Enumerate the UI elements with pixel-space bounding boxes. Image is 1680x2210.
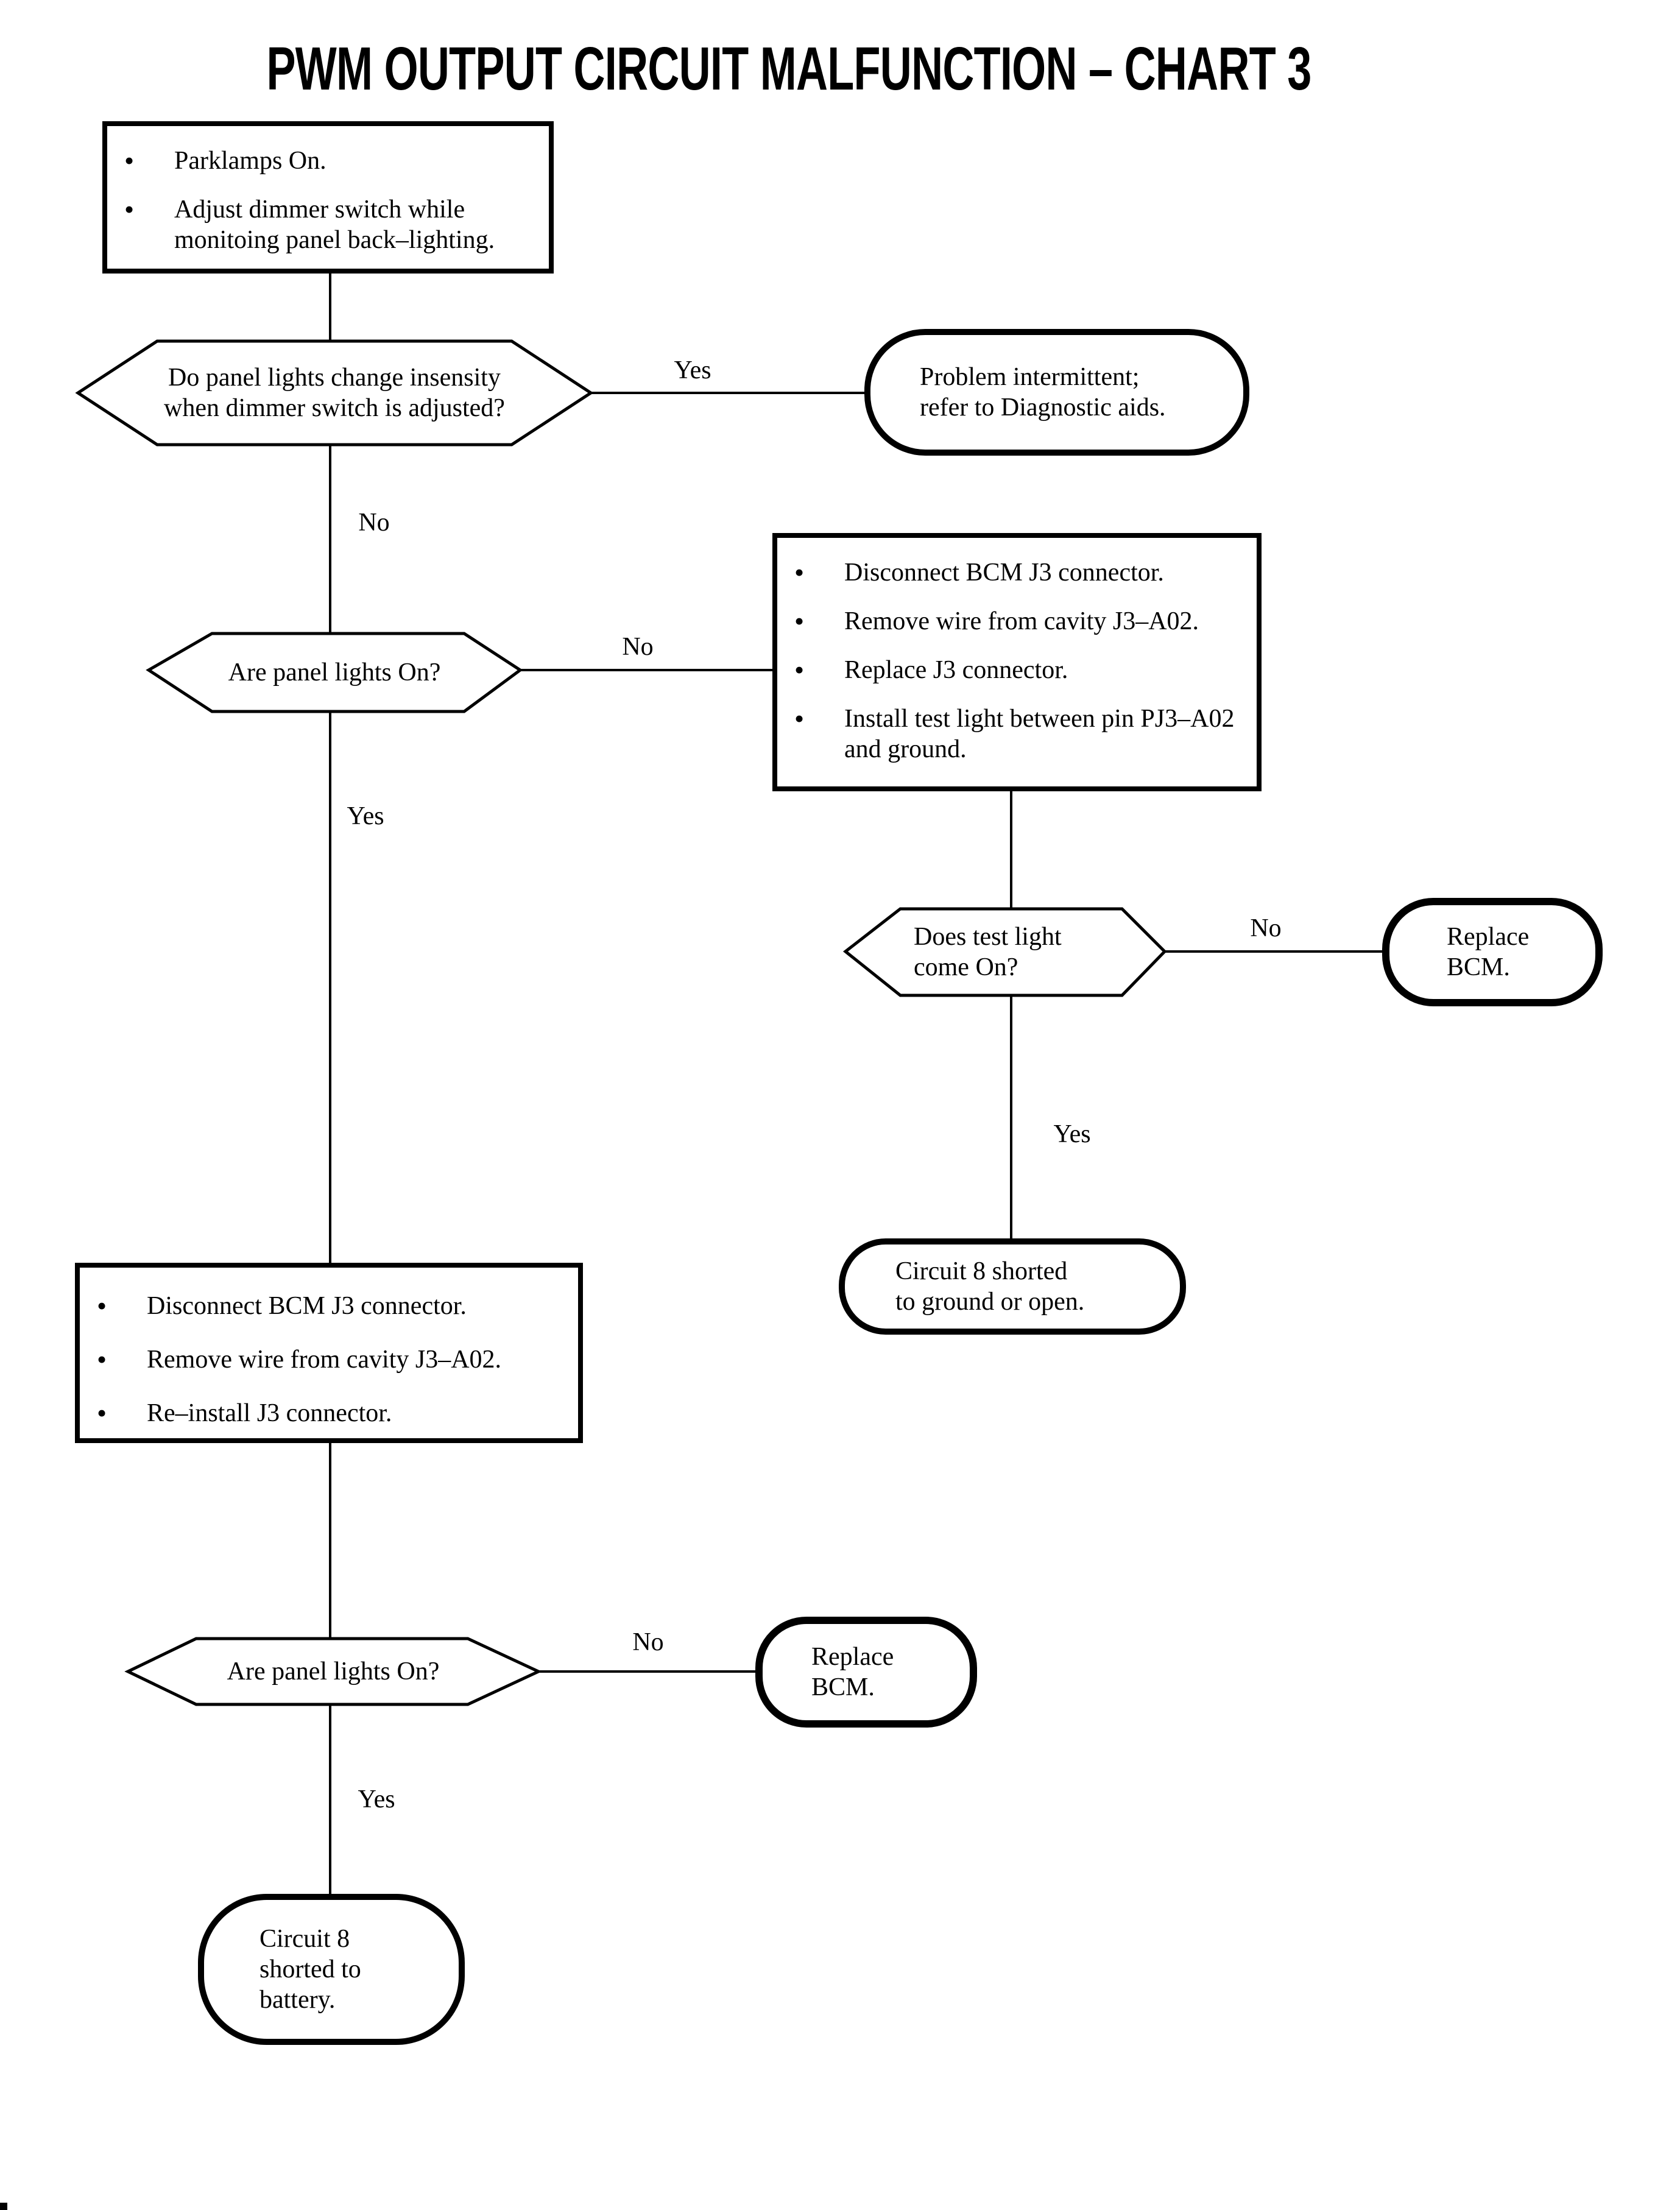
terminal-replace-bcm-1-label: Replace BCM. (1447, 923, 1530, 981)
decision3-label-wrap: Does test light come On? (845, 909, 1165, 995)
decision2-label: Are panel lights On? (228, 658, 441, 687)
start-box-shape (102, 121, 554, 274)
start-box-item: • Adjust dimmer switch while monitoing p… (124, 194, 551, 255)
action2-item-text: Disconnect BCM J3 connector. (147, 1292, 467, 1320)
terminal-battery: Circuit 8 shorted to battery. (201, 1897, 462, 2042)
flowchart-title-text: PWM OUTPUT CIRCUIT MALFUNCTION – CHART 3 (266, 35, 1311, 103)
bullet-icon: • (794, 605, 805, 637)
decision1-hexagon (75, 339, 594, 447)
action1-box-shape (772, 533, 1262, 791)
label-decision1-no: No (358, 509, 390, 537)
decision3-hexagon (842, 907, 1167, 997)
label-decision3-no: No (1250, 914, 1282, 942)
action1-item-text: Remove wire from cavity J3–A02. (844, 607, 1199, 635)
label-decision1-yes: Yes (674, 356, 711, 384)
label-decision3-yes: Yes (1053, 1120, 1091, 1148)
action2-item: • Remove wire from cavity J3–A02. (97, 1344, 581, 1375)
start-box: • Parklamps On. • Adjust dimmer switch w… (105, 124, 551, 271)
decision2-hexagon (146, 632, 523, 713)
scan-artifact-mark (0, 2203, 7, 2210)
decision4-hexagon (124, 1637, 542, 1706)
action2-item-text: Re–install J3 connector. (147, 1399, 392, 1427)
action1-item: • Disconnect BCM J3 connector. (794, 557, 1259, 588)
terminal-replace-bcm-2: Replace BCM. (759, 1620, 973, 1724)
start-box-item-text: Adjust dimmer switch while monitoing pan… (174, 196, 495, 254)
start-box-item: • Parklamps On. (124, 146, 551, 176)
bullet-icon: • (97, 1344, 107, 1375)
decision2-label-wrap: Are panel lights On? (149, 634, 520, 711)
terminal-intermittent-label: Problem intermittent; refer to Diagnosti… (920, 363, 1166, 422)
label-decision4-no: No (632, 1628, 664, 1656)
action1-item: • Replace J3 connector. (794, 655, 1259, 685)
action1-item-text: Disconnect BCM J3 connector. (844, 559, 1164, 587)
action1-item: • Remove wire from cavity J3–A02. (794, 606, 1259, 637)
action1-item-text: Install test light between pin PJ3–A02 a… (844, 705, 1235, 763)
terminal-replace-bcm-1: Replace BCM. (1386, 902, 1599, 1003)
bullet-icon: • (794, 557, 805, 588)
action2-item: • Re–install J3 connector. (97, 1398, 581, 1428)
label-decision2-no: No (622, 633, 654, 661)
bullet-icon: • (794, 703, 805, 734)
decision4-label-wrap: Are panel lights On? (128, 1639, 538, 1704)
terminal-intermittent-shape (864, 329, 1249, 456)
label-decision4-yes: Yes (358, 1785, 395, 1813)
terminal-intermittent: Problem intermittent; refer to Diagnosti… (867, 332, 1246, 453)
bullet-icon: • (124, 145, 135, 176)
terminal-replace-bcm-2-label: Replace BCM. (811, 1643, 894, 1701)
bullet-icon: • (97, 1290, 107, 1321)
terminal-battery-label: Circuit 8 shorted to battery. (259, 1925, 361, 2014)
flowchart-title: PWM OUTPUT CIRCUIT MALFUNCTION – CHART 3 (0, 34, 1578, 104)
action2-item: • Disconnect BCM J3 connector. (97, 1291, 581, 1321)
start-box-item-text: Parklamps On. (174, 147, 326, 175)
terminal-replace-bcm-2-shape (755, 1617, 977, 1728)
terminal-ground-open-shape (839, 1238, 1186, 1335)
action2-box: • Disconnect BCM J3 connector. • Remove … (77, 1265, 581, 1441)
bullet-icon: • (794, 654, 805, 685)
terminal-battery-shape (198, 1894, 465, 2045)
bullet-icon: • (97, 1397, 107, 1428)
action1-item: • Install test light between pin PJ3–A02… (794, 704, 1259, 764)
action1-item-text: Replace J3 connector. (844, 656, 1068, 684)
action1-box: • Disconnect BCM J3 connector. • Remove … (775, 535, 1259, 789)
decision4-label: Are panel lights On? (227, 1658, 440, 1686)
action2-item-text: Remove wire from cavity J3–A02. (147, 1346, 502, 1374)
label-decision2-yes: Yes (347, 802, 384, 830)
terminal-ground-open: Circuit 8 shorted to ground or open. (842, 1241, 1183, 1332)
decision3-label: Does test light come On? (914, 923, 1062, 981)
bullet-icon: • (124, 194, 135, 225)
terminal-ground-open-label: Circuit 8 shorted to ground or open. (895, 1257, 1085, 1316)
action2-box-shape (75, 1263, 583, 1443)
decision1-label: Do panel lights change insensity when di… (164, 364, 505, 422)
terminal-replace-bcm-1-shape (1382, 898, 1603, 1006)
decision1-label-wrap: Do panel lights change insensity when di… (78, 341, 591, 445)
